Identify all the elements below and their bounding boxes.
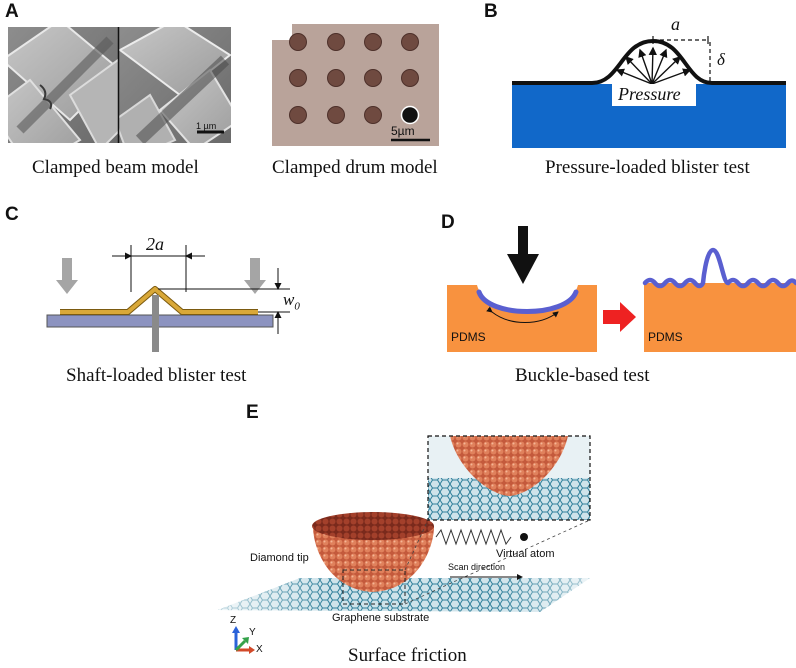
panel-d-label: D bbox=[441, 212, 455, 233]
axis-label-y: Y bbox=[249, 627, 256, 638]
caption-shaft-blister: Shaft-loaded blister test bbox=[66, 365, 247, 386]
virtual-atom-dot bbox=[520, 533, 528, 541]
pressure-text: Pressure bbox=[618, 84, 681, 104]
load-arrows bbox=[56, 258, 266, 294]
diamond-tip-top bbox=[312, 512, 434, 540]
sem-beam-image-left bbox=[8, 27, 118, 143]
scale-label-beam: 1 µm bbox=[196, 121, 217, 131]
red-process-arrow bbox=[620, 302, 636, 332]
pdms-label-right: PDMS bbox=[648, 330, 683, 344]
spring bbox=[435, 528, 512, 546]
sem-drum-image bbox=[272, 24, 439, 146]
press-arrow bbox=[507, 254, 539, 284]
caption-surface-friction: Surface friction bbox=[348, 645, 467, 666]
panel-c-label: C bbox=[5, 204, 19, 225]
pdms-label-left: PDMS bbox=[451, 330, 486, 344]
caption-clamped-beam: Clamped beam model bbox=[32, 157, 199, 178]
contact-region-box bbox=[342, 569, 406, 605]
caption-pressure-blister: Pressure-loaded blister test bbox=[545, 157, 750, 178]
shaft-substrate bbox=[46, 314, 274, 328]
caption-clamped-drum: Clamped drum model bbox=[272, 157, 438, 178]
film-buckled bbox=[642, 247, 796, 289]
axis-label-x: X bbox=[256, 644, 263, 655]
shaft bbox=[152, 295, 159, 352]
caption-buckle-test: Buckle-based test bbox=[515, 365, 650, 386]
panel-e-label: E bbox=[246, 402, 259, 423]
diamond-tip-body bbox=[313, 526, 434, 592]
height-label-w0: w0 bbox=[283, 290, 300, 313]
deflection-label-delta: δ bbox=[717, 50, 725, 69]
contact-inset bbox=[427, 435, 591, 521]
label-diamond-tip: Diamond tip bbox=[250, 552, 309, 564]
axis-label-z: Z bbox=[230, 615, 237, 626]
label-virtual-atom: Virtual atom bbox=[496, 548, 555, 560]
label-graphene-substrate: Graphene substrate bbox=[332, 612, 430, 624]
pdms-block-right bbox=[644, 283, 796, 352]
axes-triad bbox=[232, 626, 255, 654]
scale-label-drum: 5µm bbox=[391, 124, 415, 138]
label-scan-direction: Scan direction bbox=[448, 562, 506, 572]
pressure-arrows bbox=[615, 46, 692, 85]
width-label-2a: 2a bbox=[146, 234, 164, 254]
gold-film bbox=[60, 287, 258, 314]
sem-beam-image-right bbox=[119, 27, 231, 143]
radius-label-a: a bbox=[671, 14, 680, 34]
panel-b-label: B bbox=[484, 1, 498, 22]
panel-a-label: A bbox=[5, 1, 19, 22]
